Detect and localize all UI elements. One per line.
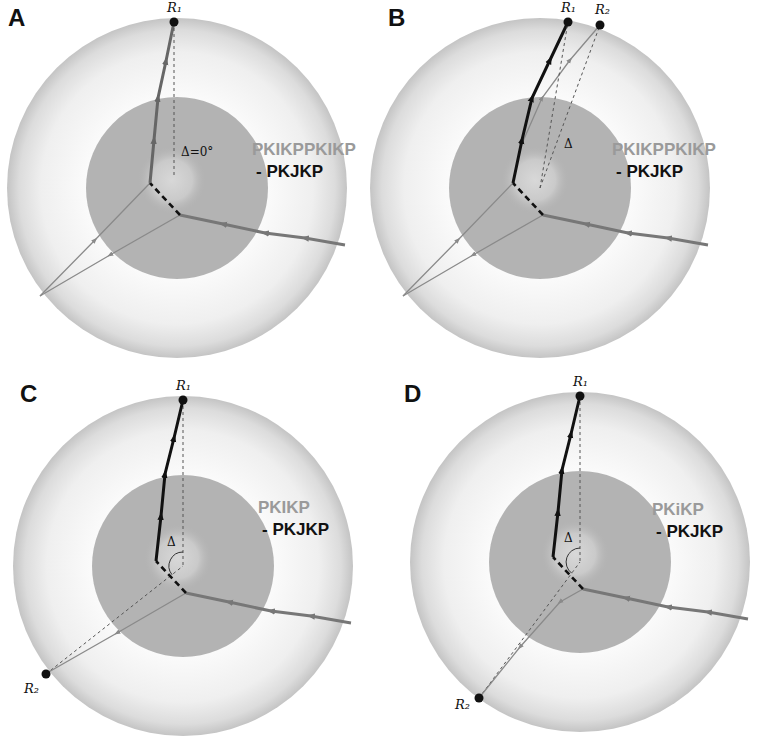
panel-letter: B [388, 4, 405, 32]
ray-path [553, 557, 748, 619]
phase-label: - PKJKP [656, 522, 723, 542]
ray-path [513, 183, 708, 245]
earth-section [370, 18, 710, 358]
receiver-label: R₁ [573, 375, 588, 390]
earth-section [13, 396, 353, 736]
ray-path [47, 593, 186, 673]
panel-a [7, 18, 347, 359]
angle-label: Δ [167, 536, 176, 550]
reference-line [46, 400, 183, 674]
receiver-dot [42, 670, 51, 679]
receiver-label: R₂ [24, 682, 39, 697]
earth-section [7, 18, 347, 358]
ray-path [520, 25, 600, 148]
phase-label: - PKJKP [256, 162, 323, 182]
phase-label: - PKJKP [616, 162, 683, 182]
ray-path [513, 22, 568, 183]
ray-path [156, 400, 183, 561]
ray-path [553, 396, 580, 557]
angle-label: Δ [564, 532, 573, 546]
receiver-label: R₁ [561, 1, 576, 16]
reference-line [174, 22, 175, 178]
panel-d [410, 392, 750, 733]
panel-letter: C [20, 380, 37, 408]
receiver-dot [475, 694, 484, 703]
panel-c [13, 396, 353, 737]
panel-letter: D [404, 380, 421, 408]
receiver-label: R₂ [595, 3, 610, 18]
receiver-label: R₁ [167, 1, 182, 16]
ray-path [40, 183, 150, 296]
receiver-dot [170, 18, 179, 27]
ray-path [403, 215, 543, 296]
ray-path [403, 183, 513, 296]
ray-path [40, 215, 180, 296]
panel-b [370, 18, 710, 359]
reference-line [540, 22, 600, 188]
angle-arc [566, 548, 580, 573]
reference-line [479, 396, 580, 698]
receiver-dot [564, 18, 573, 27]
angle-label: Δ=0° [181, 146, 213, 160]
receiver-dot [596, 21, 605, 30]
ray-path [150, 183, 345, 245]
ray-path [150, 22, 174, 183]
receiver-dot [576, 392, 585, 401]
phase-label: PKIKPPKIKP [252, 140, 356, 160]
receiver-label: R₂ [455, 698, 470, 713]
receiver-label: R₁ [176, 379, 191, 394]
ray-path [479, 589, 583, 698]
angle-label: Δ [564, 138, 573, 152]
angle-arc [169, 552, 183, 575]
phase-label: PKiKP [652, 500, 704, 520]
phase-label: PKIKP [258, 498, 310, 518]
panel-letter: A [8, 4, 25, 32]
phase-label: PKIKPPKIKP [612, 140, 716, 160]
phase-label: - PKJKP [262, 520, 329, 540]
earth-section [410, 392, 750, 732]
ray-path [156, 561, 351, 623]
receiver-dot [179, 396, 188, 405]
